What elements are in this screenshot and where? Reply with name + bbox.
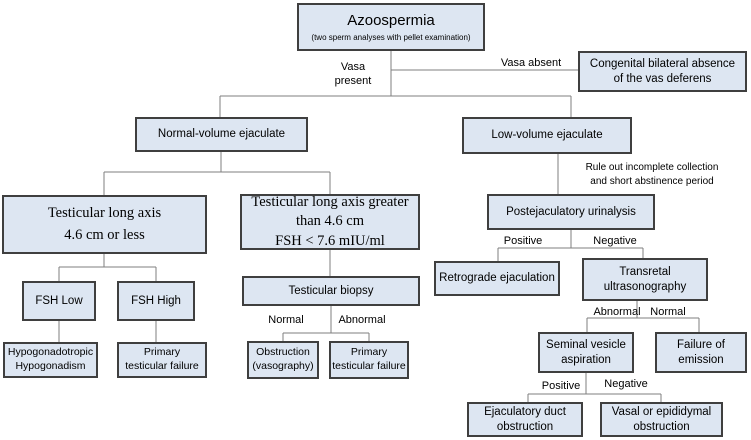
node-testicular-long-axis-small: Testicular long axis 4.6 cm or less — [2, 195, 207, 254]
node-normal-volume-ejaculate: Normal-volume ejaculate — [135, 117, 308, 152]
node-label: Congenital bilateral absence of the vas … — [589, 57, 736, 85]
node-fsh-high: FSH High — [117, 281, 195, 321]
node-label: Retrograde ejaculation — [439, 272, 555, 285]
node-ejaculatory-duct-obstruction: Ejaculatory duct obstruction — [467, 402, 583, 437]
node-label: Obstruction (vasography) — [252, 346, 314, 372]
node-label: Seminal vesicle aspiration — [546, 338, 626, 366]
node-label: Primary testicular failure — [125, 346, 199, 372]
edge-label-sva-negative: Negative — [604, 378, 648, 390]
node-low-volume-ejaculate: Low-volume ejaculate — [462, 117, 632, 154]
node-label: Postejaculatory urinalysis — [506, 205, 636, 218]
node-label: Failure of emission — [677, 338, 725, 366]
node-azoospermia-title: Azoospermia — [347, 11, 435, 29]
node-congenital-bilateral-absence: Congenital bilateral absence of the vas … — [578, 51, 747, 92]
edge-label-urinalysis-positive: Positive — [503, 235, 543, 247]
node-azoospermia: Azoospermia (two sperm analyses with pel… — [297, 3, 485, 51]
edge-label-vasa-present: Vasa present — [334, 61, 372, 88]
node-label: FSH Low — [35, 294, 83, 307]
edge-label-urinalysis-negative: Negative — [593, 235, 637, 247]
node-label: Testicular long axis greater than 4.6 cm… — [251, 193, 409, 249]
node-label: FSH High — [131, 294, 181, 307]
node-label: Hypogonadotropic Hypogonadism — [7, 346, 94, 372]
node-obstruction-vasography: Obstruction (vasography) — [247, 341, 319, 379]
node-hypogonadotropic-hypogonadism: Hypogonadotropic Hypogonadism — [3, 342, 98, 378]
edge-label-rule-out-note: Rule out incomplete collection and short… — [585, 162, 719, 187]
node-label: Normal-volume ejaculate — [157, 128, 286, 141]
node-label: Testicular long axis 4.6 cm or less — [47, 204, 162, 243]
node-primary-testicular-failure-left: Primary testicular failure — [117, 342, 207, 378]
node-testicular-biopsy: Testicular biopsy — [242, 276, 420, 306]
node-retrograde-ejaculation: Retrograde ejaculation — [434, 261, 560, 296]
node-postejaculatory-urinalysis: Postejaculatory urinalysis — [487, 194, 655, 230]
edge-label-sva-positive: Positive — [541, 380, 581, 392]
node-label: Transretal ultrasonography — [603, 265, 687, 293]
node-transretal-ultrasonography: Transretal ultrasonography — [582, 258, 708, 301]
edge-label-trus-abnormal: Abnormal — [593, 306, 641, 318]
node-label: Low-volume ejaculate — [491, 129, 603, 142]
edge-label-trus-normal: Normal — [650, 306, 686, 318]
node-vasal-epididymal-obstruction: Vasal or epididymal obstruction — [600, 402, 723, 437]
node-fsh-low: FSH Low — [22, 281, 96, 321]
node-label: Testicular biopsy — [288, 284, 374, 297]
node-azoospermia-subtitle: (two sperm analyses with pellet examinat… — [311, 33, 471, 43]
edge-label-biopsy-abnormal: Abnormal — [338, 314, 386, 326]
node-label: Ejaculatory duct obstruction — [484, 405, 566, 433]
node-label: Vasal or epididymal obstruction — [611, 405, 712, 433]
edge-label-vasa-absent: Vasa absent — [500, 57, 562, 69]
node-testicular-long-axis-large: Testicular long axis greater than 4.6 cm… — [240, 194, 420, 250]
node-failure-of-emission: Failure of emission — [655, 332, 747, 373]
node-seminal-vesicle-aspiration: Seminal vesicle aspiration — [538, 332, 634, 373]
node-label: Primary testicular failure — [332, 346, 406, 372]
node-primary-testicular-failure-mid: Primary testicular failure — [329, 341, 409, 379]
edge-label-biopsy-normal: Normal — [268, 314, 304, 326]
